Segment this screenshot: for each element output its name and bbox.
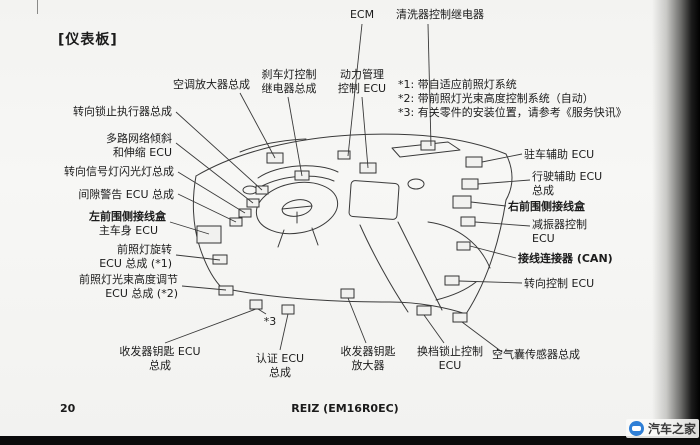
label-transponder-key-amplifier: 收发器钥匙 放大器 <box>340 345 396 372</box>
scan-right-edge <box>652 0 700 445</box>
label-steering-lock-actuator: 转向锁止执行器总成 <box>73 105 172 118</box>
watermark-text: 汽车之家 <box>648 422 697 436</box>
note-1: *1: 带自适应前照灯系统 <box>398 78 517 91</box>
note-2: *2: 带前照灯光束高度控制系统（自动） <box>398 92 594 105</box>
label-multiplex-tilt-telescopic-ecu: 多路网络倾斜 和伸缩 ECU <box>106 132 172 159</box>
page-number: 20 <box>60 402 76 415</box>
label-left-junction-block: 左前围侧接线盒 <box>89 210 166 223</box>
label-ecm: ECM <box>349 8 375 21</box>
label-parking-assist-ecu: 驻车辅助 ECU <box>524 148 595 161</box>
scan-bottom-bar <box>0 436 700 445</box>
label-transponder-key-ecu: 收发器钥匙 ECU 总成 <box>119 345 201 372</box>
label-airbag-sensor: 空气囊传感器总成 <box>492 348 580 361</box>
label-main-body-ecu: 主车身 ECU <box>98 224 158 237</box>
label-clearance-warning-ecu: 间隙警告 ECU 总成 <box>78 188 174 201</box>
autohome-logo-icon <box>629 421 644 436</box>
label-stop-light-relay: 刹车灯控制 继电器总成 <box>261 68 317 95</box>
label-headlight-leveling-ecu: 前照灯光束高度调节 ECU 总成 (*2) <box>79 273 178 300</box>
label-power-management-ecu: 动力管理 控制 ECU <box>337 68 387 95</box>
watermark: 汽车之家 <box>626 419 700 438</box>
label-absorber-control-ecu: 减振器控制 ECU <box>532 218 587 245</box>
label-star3: *3 <box>263 315 277 328</box>
ecu-component-boxes <box>196 140 483 323</box>
doc-code: REIZ (EM16R0EC) <box>291 402 399 415</box>
label-junction-connector-can: 接线连接器 (CAN) <box>518 252 613 265</box>
label-right-junction-block: 右前围侧接线盒 <box>508 200 585 213</box>
label-certification-ecu: 认证 ECU 总成 <box>255 352 305 379</box>
label-turn-signal-flasher: 转向信号灯闪光灯总成 <box>64 165 174 178</box>
leader-lines <box>164 23 531 353</box>
note-3: *3: 有关零件的安装位置，请参考《服务快讯》 <box>398 106 627 119</box>
label-steering-control-ecu: 转向控制 ECU <box>524 277 595 290</box>
label-headlight-swivel-ecu: 前照灯旋转 ECU 总成 (*1) <box>99 243 172 270</box>
section-title: [仪表板] <box>58 32 118 48</box>
label-driving-support-ecu: 行驶辅助 ECU 总成 <box>532 170 603 197</box>
label-ac-amplifier: 空调放大器总成 <box>173 78 250 91</box>
label-washer-control-relay: 清洗器控制继电器 <box>396 8 484 21</box>
scan-edge-artifact <box>37 0 38 14</box>
label-shift-lock-control-ecu: 换档锁止控制 ECU <box>417 345 483 372</box>
